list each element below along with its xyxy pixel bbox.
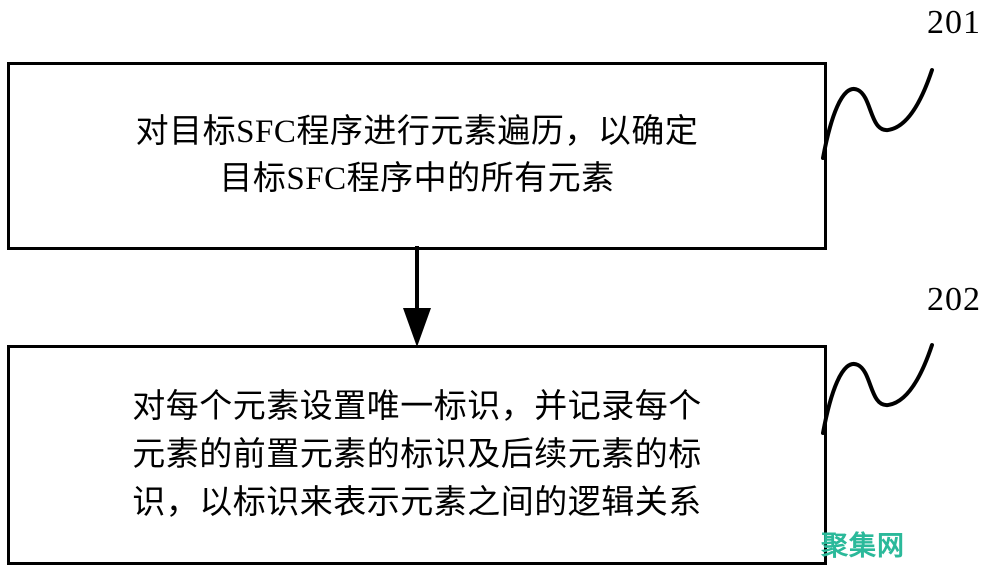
process-box-201: 对目标SFC程序进行元素遍历，以确定 目标SFC程序中的所有元素 — [7, 62, 827, 250]
watermark-text: 聚集网 — [821, 531, 905, 562]
reference-numeral-202: 202 — [927, 281, 981, 318]
leader-curve-201-icon — [821, 68, 934, 160]
arrow-down-icon — [403, 246, 431, 347]
process-box-202: 对每个元素设置唯一标识，并记录每个 元素的前置元素的标识及后续元素的标 识，以标… — [7, 345, 827, 565]
process-box-201-text: 对目标SFC程序进行元素遍历，以确定 目标SFC程序中的所有元素 — [135, 114, 699, 197]
reference-numeral-201: 201 — [927, 4, 981, 41]
leader-curve-202-icon — [821, 343, 934, 435]
process-box-202-text: 对每个元素设置唯一标识，并记录每个 元素的前置元素的标识及后续元素的标 识，以标… — [132, 388, 702, 522]
